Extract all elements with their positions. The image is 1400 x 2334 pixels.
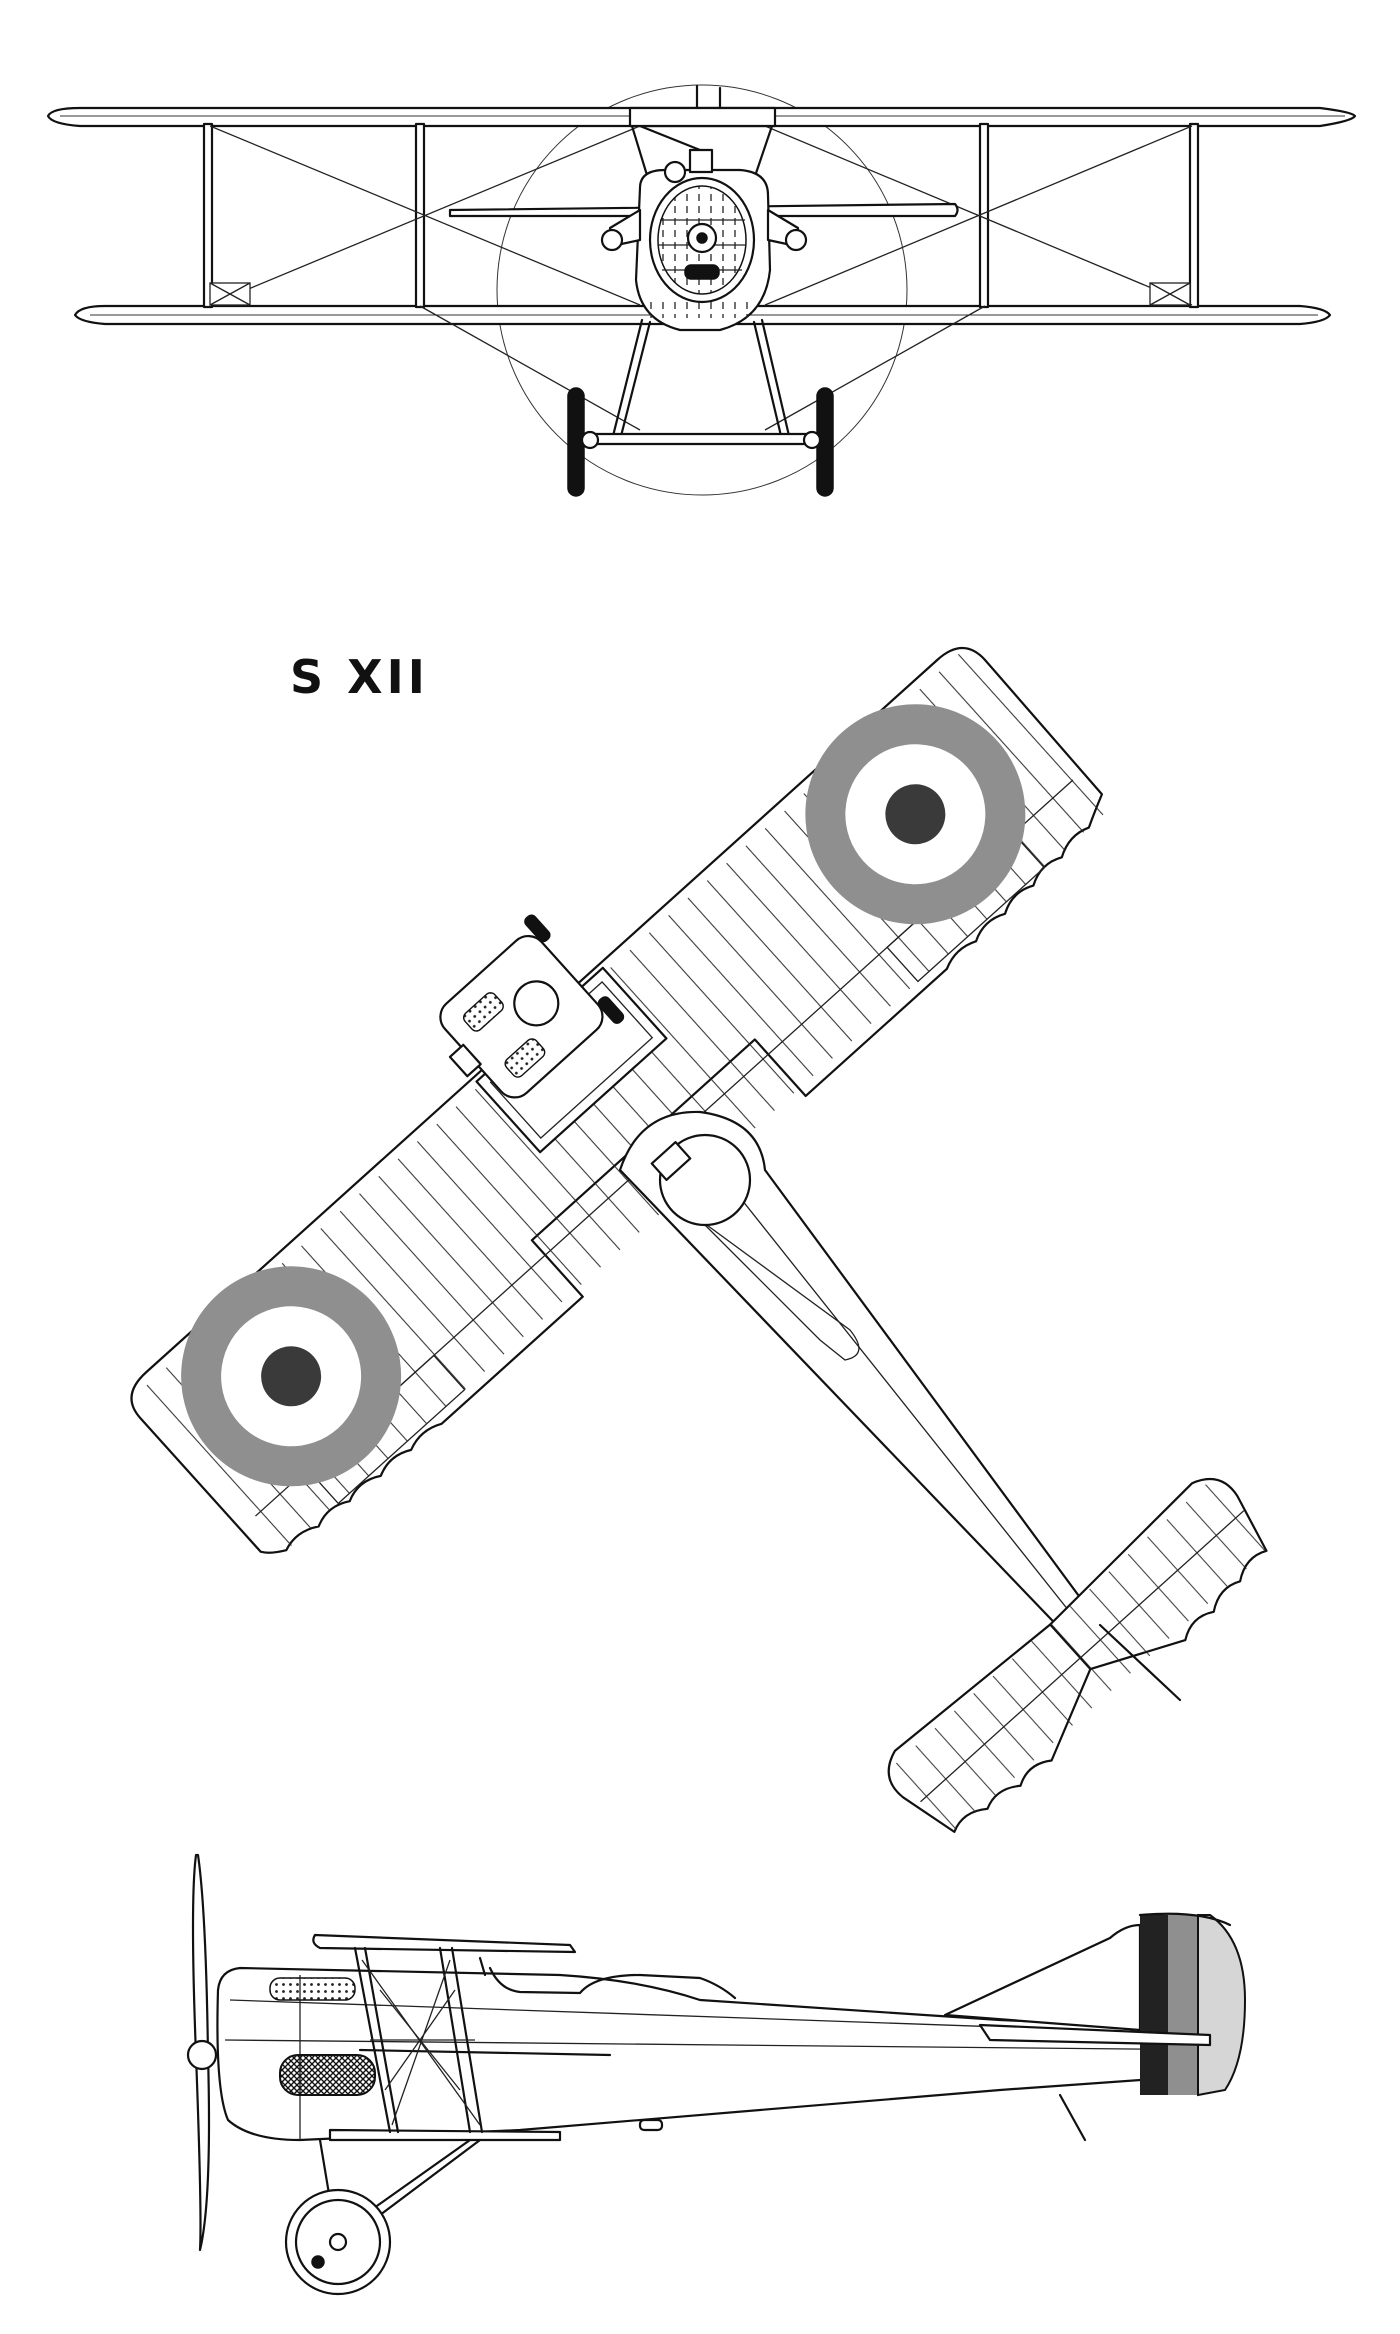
tailplane-plan	[887, 1477, 1274, 1833]
undercarriage-side	[284, 2138, 482, 2296]
front-undercarriage	[567, 318, 834, 497]
engine-louvre-upper	[269, 1977, 356, 2001]
side-view	[186, 1853, 1247, 2296]
bracing-wires	[209, 125, 1193, 431]
front-view	[46, 84, 1357, 497]
oil-cooler	[684, 264, 720, 280]
top-view	[130, 646, 1274, 1833]
cockpit-side	[488, 1966, 737, 2000]
main-wing-plan	[130, 646, 1104, 1554]
lower-wing-side	[328, 2128, 562, 2142]
tailplane-side	[978, 2023, 1212, 2047]
fin-side	[943, 1923, 1142, 2032]
strut-fittings	[209, 282, 1191, 306]
drawing-title: S XII	[290, 650, 429, 704]
fuselage-plan	[618, 1110, 1117, 1667]
roundel-right-wing	[805, 704, 1026, 925]
roundel-left-wing	[181, 1266, 402, 1487]
exhaust-pipe	[279, 2054, 376, 2096]
propeller-disc	[496, 84, 908, 496]
upper-wing-side	[312, 1933, 577, 1954]
exhaust-vents	[650, 300, 755, 318]
struts-side	[353, 1946, 484, 2134]
engine-plan	[439, 914, 625, 1099]
rudder-side	[1138, 1912, 1247, 2097]
